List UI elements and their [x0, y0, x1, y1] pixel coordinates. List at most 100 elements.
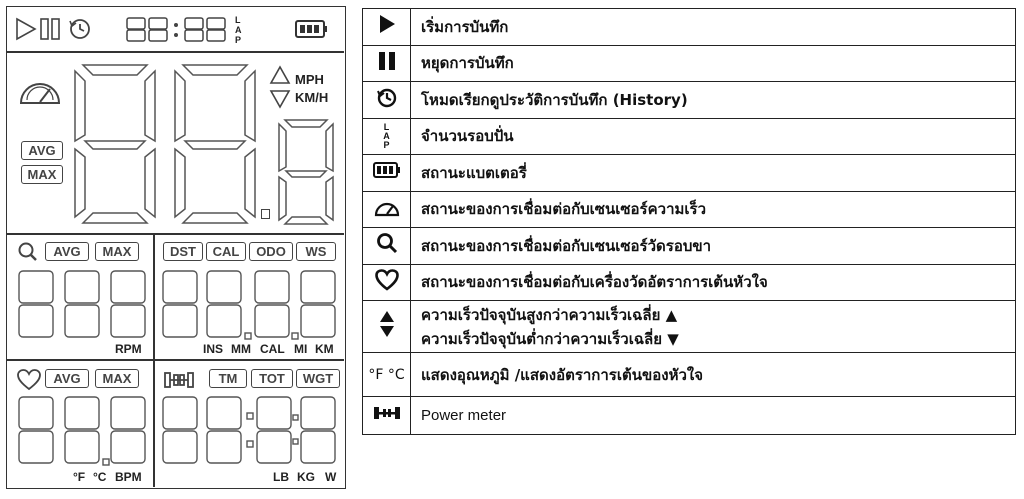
legend-icon-cell	[362, 8, 411, 46]
clock-digits	[126, 17, 226, 42]
lap-icon-letter-p: P	[383, 139, 390, 150]
odo-label: ODO	[249, 242, 293, 261]
cadence-sensor-icon	[18, 242, 37, 261]
legend-text: สถานะของการเชื่อมต่อกับเซนเซอร์ความเร็ว	[410, 190, 1016, 228]
lap-icon-letter-a: A	[383, 130, 390, 141]
legend-row-battery: สถานะแบตเตอรี่	[362, 154, 1016, 192]
ws-label: WS	[296, 242, 336, 261]
unit-mi: MI	[294, 342, 308, 356]
lcd-divider-vertical	[153, 233, 155, 487]
lap-letter-l: L	[235, 15, 241, 25]
time-digits	[162, 396, 336, 464]
legend-text: หยุดการบันทึก	[410, 44, 1016, 82]
tm-label: TM	[209, 369, 247, 388]
unit-km: KM	[315, 342, 334, 356]
legend-text: Power meter	[410, 396, 1016, 435]
speed-digit-decimal	[278, 119, 334, 225]
legend-text: สถานะของการเชื่อมต่อกับเครื่องวัดอัตรากา…	[410, 263, 1016, 301]
unit-kmh: KM/H	[295, 90, 329, 105]
legend-row-heart: สถานะของการเชื่อมต่อกับเครื่องวัดอัตรากา…	[362, 263, 1016, 301]
legend-text: สถานะแบตเตอรี่	[410, 154, 1016, 192]
speed-sensor-icon	[374, 202, 399, 216]
up-arrow-icon	[269, 65, 291, 84]
power-meter-icon	[164, 372, 194, 388]
lcd-display: L A P AVG MAX MPH KM/H	[6, 6, 346, 489]
speed-digit-2	[174, 64, 256, 224]
legend-row-speed-compare: ความเร็วปัจจุบันสูงกว่าความเร็วเฉลี่ย ▲ …	[362, 300, 1016, 353]
distance-digits	[162, 270, 336, 340]
legend-row-pause: หยุดการบันทึก	[362, 44, 1016, 82]
hr-max-label: MAX	[95, 369, 139, 388]
legend-row-lap: L A P จำนวนรอบปั่น	[362, 117, 1016, 155]
unit-bpm: BPM	[115, 470, 142, 484]
speedometer-icon	[19, 83, 61, 104]
legend-icon-cell	[362, 190, 411, 228]
legend-icon-cell	[362, 81, 411, 119]
unit-mph: MPH	[295, 72, 324, 87]
speed-digit-1	[74, 64, 156, 224]
temperature-icon: °F °C	[368, 366, 405, 383]
legend-text-two-lines: ความเร็วปัจจุบันสูงกว่าความเร็วเฉลี่ย ▲ …	[410, 300, 1016, 353]
legend-icon-cell	[362, 263, 411, 301]
legend-text: เริ่มการบันทึก	[410, 8, 1016, 46]
cal-label: CAL	[206, 242, 246, 261]
legend-icon-cell	[362, 300, 411, 353]
heart-icon	[17, 369, 41, 391]
wgt-label: WGT	[296, 369, 340, 388]
unit-mm: MM	[231, 342, 251, 356]
heart-icon	[374, 268, 399, 291]
legend-text: จำนวนรอบปั่น	[410, 117, 1016, 155]
legend-text: สถานะของการเชื่อมต่อกับเซนเซอร์วัดรอบขา	[410, 227, 1016, 265]
power-meter-icon	[373, 407, 400, 419]
play-icon	[379, 15, 395, 34]
play-icon	[16, 17, 37, 41]
lcd-divider-top	[7, 51, 344, 53]
hr-avg-label: AVG	[45, 369, 89, 388]
legend-row-play: เริ่มการบันทึก	[362, 8, 1016, 46]
lcd-divider-middle	[7, 233, 344, 235]
unit-fahrenheit: °F	[73, 470, 86, 484]
cadence-sensor-icon	[376, 233, 397, 254]
legend-icon-cell	[362, 396, 411, 435]
heart-rate-digits	[18, 396, 146, 466]
legend-text: โหมดเรียกดูประวัติการบันทึก (History)	[410, 81, 1016, 119]
legend-row-cadence-sensor: สถานะของการเชื่อมต่อกับเซนเซอร์วัดรอบขา	[362, 227, 1016, 265]
avg-label: AVG	[21, 141, 63, 160]
lap-icon-letter-l: L	[383, 121, 390, 132]
icon-legend-table: เริ่มการบันทึก หยุดการบันทึก โหมดเรียกดู…	[362, 8, 1016, 435]
unit-rpm: RPM	[115, 342, 142, 356]
legend-icon-cell	[362, 227, 411, 265]
down-arrow-icon	[269, 90, 291, 109]
unit-w: W	[325, 470, 337, 484]
legend-text: แสดงอุณหภูมิ /แสดงอัตราการเต้นของหัวใจ	[410, 352, 1016, 397]
cadence-max-label: MAX	[95, 242, 139, 261]
legend-row-temperature: °F °C แสดงอุณหภูมิ /แสดงอัตราการเต้นของห…	[362, 352, 1016, 397]
cadence-avg-label: AVG	[45, 242, 89, 261]
legend-text-line-higher: ความเร็วปัจจุบันสูงกว่าความเร็วเฉลี่ย ▲	[421, 305, 678, 324]
legend-icon-cell	[362, 44, 411, 82]
legend-row-speed-sensor: สถานะของการเชื่อมต่อกับเซนเซอร์ความเร็ว	[362, 190, 1016, 228]
tot-label: TOT	[251, 369, 293, 388]
max-label: MAX	[21, 165, 63, 184]
speed-decimal-point	[261, 209, 270, 219]
dst-label: DST	[163, 242, 203, 261]
up-down-arrows-icon	[379, 311, 394, 337]
legend-icon-cell: °F °C	[362, 352, 411, 397]
battery-icon	[372, 162, 400, 179]
unit-ins: INS	[203, 342, 224, 356]
unit-kg: KG	[297, 470, 315, 484]
pause-icon	[378, 51, 395, 70]
lap-letter-p: P	[235, 35, 242, 45]
history-icon	[376, 89, 396, 108]
legend-icon-cell	[362, 154, 411, 192]
legend-row-history: โหมดเรียกดูประวัติการบันทึก (History)	[362, 81, 1016, 119]
lap-letter-a: A	[235, 25, 242, 35]
lcd-divider-lower	[7, 359, 344, 361]
unit-lb: LB	[273, 470, 289, 484]
unit-celsius: °C	[93, 470, 107, 484]
unit-cal: CAL	[260, 342, 285, 356]
cadence-digits	[18, 270, 146, 338]
legend-icon-cell: L A P	[362, 117, 411, 155]
legend-row-power-meter: Power meter	[362, 396, 1016, 435]
pause-icon	[40, 18, 60, 40]
